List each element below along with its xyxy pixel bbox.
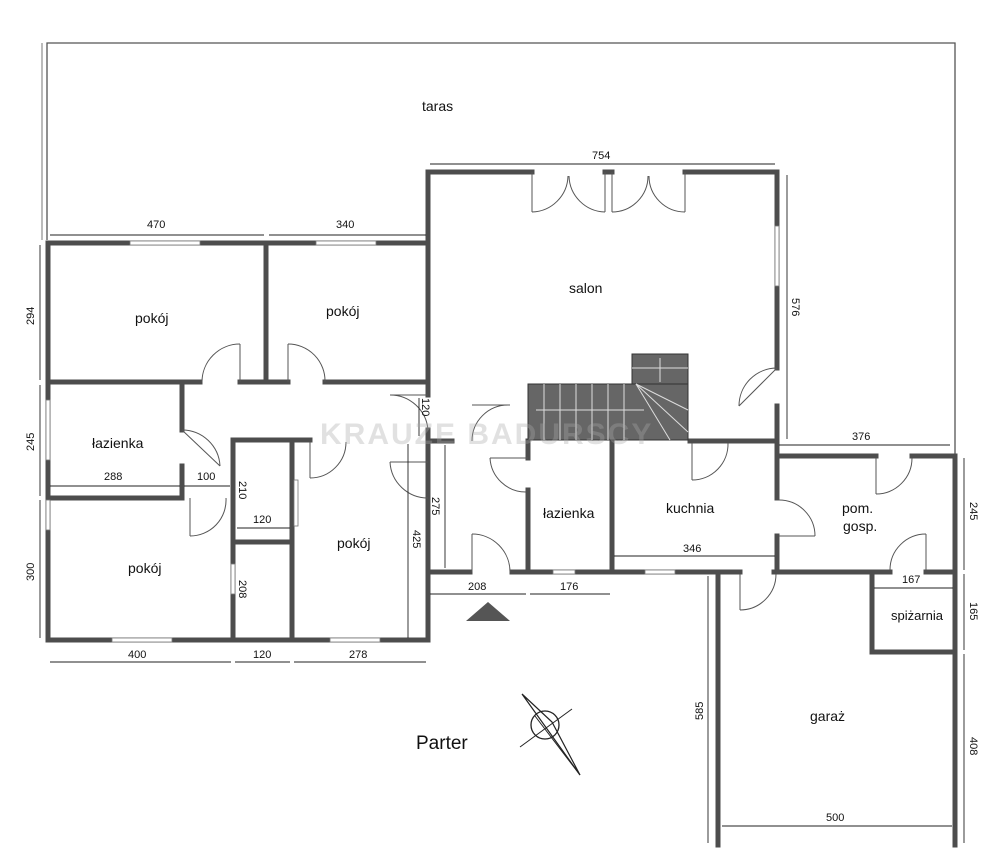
dimension-label: 208 bbox=[468, 581, 486, 593]
dimension-label: 300 bbox=[25, 563, 37, 581]
floor-caption: Parter bbox=[416, 733, 468, 754]
dimension-label: 176 bbox=[560, 581, 578, 593]
dimension-label: 376 bbox=[852, 431, 870, 443]
dimension-label: 100 bbox=[197, 471, 215, 483]
room-label-spizarnia: spiżarnia bbox=[891, 608, 944, 623]
dimension-label: 576 bbox=[789, 298, 801, 316]
dimension-label: 288 bbox=[104, 471, 122, 483]
room-label-pokoj-3: pokój bbox=[128, 560, 161, 576]
windows bbox=[45, 225, 780, 643]
entrance-triangle-icon bbox=[466, 602, 510, 621]
room-label-pokoj-4: pokój bbox=[337, 535, 370, 551]
dimension-label: 585 bbox=[694, 702, 706, 720]
dimension-label: 245 bbox=[25, 433, 37, 451]
room-label-taras: taras bbox=[422, 98, 453, 114]
doors bbox=[181, 172, 927, 611]
dimension-label: 754 bbox=[592, 150, 610, 162]
room-label-kuchnia: kuchnia bbox=[666, 500, 714, 516]
dimension-label: 120 bbox=[253, 514, 271, 526]
dimension-label: 120 bbox=[253, 649, 271, 661]
dimension-label: 346 bbox=[683, 543, 701, 555]
dimension-label: 294 bbox=[25, 307, 37, 325]
dimension-label: 278 bbox=[349, 649, 367, 661]
watermark: KRAUZE BADURSCY bbox=[320, 418, 653, 451]
north-arrow-icon bbox=[519, 693, 581, 776]
dimension-label: 340 bbox=[336, 219, 354, 231]
dimension-label: 275 bbox=[429, 497, 441, 515]
dimension-label: 165 bbox=[967, 602, 979, 620]
dimension-label: 120 bbox=[419, 398, 431, 416]
room-label-pokoj-2: pokój bbox=[326, 303, 359, 319]
dimension-label: 500 bbox=[826, 812, 844, 824]
dimension-label: 208 bbox=[236, 580, 248, 598]
dimension-label: 210 bbox=[236, 481, 248, 499]
terrace-outline bbox=[41, 42, 956, 456]
room-label-pom-gosp-line1: pom. bbox=[842, 500, 873, 516]
dimension-labels: 754 470 340 294 576 245 120 288 100 210 … bbox=[25, 150, 979, 824]
room-labels: taras salon pokój pokój łazienka pokój p… bbox=[92, 98, 944, 724]
staircase bbox=[527, 353, 689, 441]
room-label-pokoj-1: pokój bbox=[135, 310, 168, 326]
room-label-garaz: garaż bbox=[810, 708, 845, 724]
room-label-salon: salon bbox=[569, 280, 602, 296]
dimension-lines bbox=[39, 163, 965, 843]
room-label-lazienka-1: łazienka bbox=[92, 435, 144, 451]
dimension-label: 470 bbox=[147, 219, 165, 231]
dimension-label: 408 bbox=[967, 737, 979, 755]
room-label-lazienka-2: łazienka bbox=[543, 505, 595, 521]
dimension-label: 425 bbox=[410, 530, 422, 548]
dimension-label: 245 bbox=[967, 502, 979, 520]
room-label-pom-gosp-line2: gosp. bbox=[843, 518, 877, 534]
walls bbox=[45, 169, 958, 848]
dimension-label: 400 bbox=[128, 649, 146, 661]
dimension-label: 167 bbox=[902, 574, 920, 586]
